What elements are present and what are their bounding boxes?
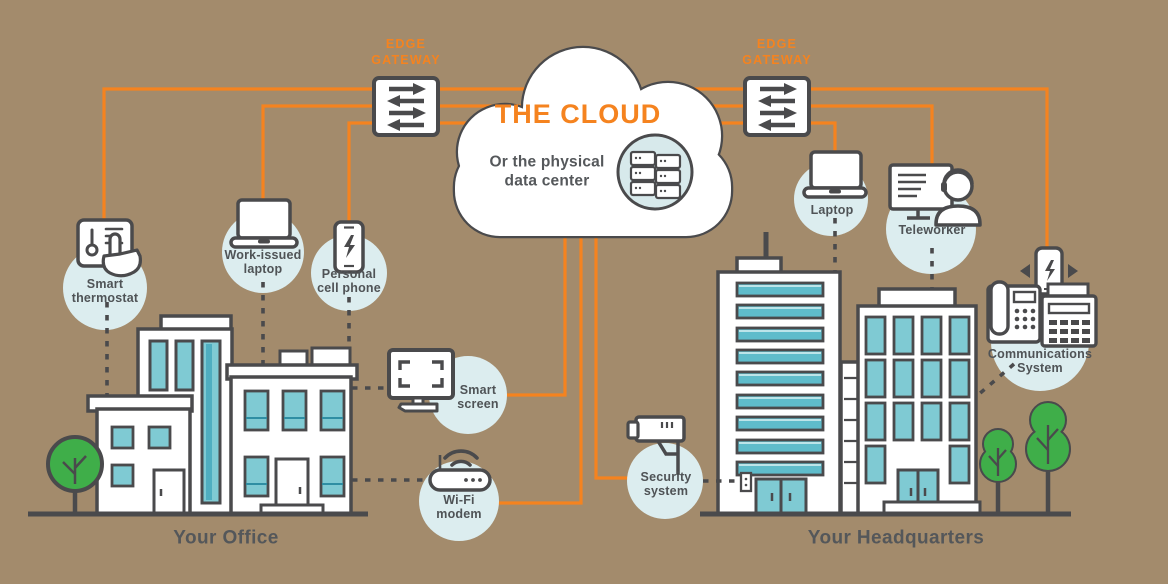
pointing-hand-icon bbox=[101, 232, 142, 278]
hq-tree-small bbox=[979, 428, 1017, 513]
office-buildings bbox=[28, 314, 368, 517]
network-switch-icon-left bbox=[372, 76, 440, 137]
dash-comm-to-building bbox=[976, 362, 1016, 397]
server-stack-icon bbox=[616, 133, 694, 211]
office-tree bbox=[46, 435, 104, 513]
edge-gateway-left-label: EDGE GATEWAY bbox=[371, 36, 441, 67]
dashed-connectors bbox=[105, 218, 1016, 483]
laptop-icon bbox=[229, 198, 299, 249]
line-cloud-to-wifimodem bbox=[498, 200, 583, 505]
label-smart-screen: Smart screen bbox=[457, 383, 499, 411]
line-cloud-to-smartscreen bbox=[506, 200, 567, 397]
label-communications-system: Communications System bbox=[987, 347, 1093, 375]
label-smart-thermostat: Smart thermostat bbox=[71, 277, 139, 305]
bubble-security-system bbox=[627, 443, 703, 519]
cloud-shape bbox=[452, 45, 734, 239]
label-hq-laptop: Laptop bbox=[810, 203, 854, 217]
hq-laptop-icon bbox=[802, 150, 868, 199]
cctv-camera-icon bbox=[626, 415, 686, 475]
cloud-title: THE CLOUD bbox=[494, 98, 662, 129]
wifi-router-icon bbox=[428, 449, 492, 492]
thermostat-icon bbox=[76, 218, 142, 278]
headquarters-buildings bbox=[700, 232, 1071, 517]
phone-system-icon bbox=[986, 246, 1098, 348]
network-switch-icon-right bbox=[743, 76, 811, 137]
smart-screen-icon bbox=[387, 348, 455, 413]
label-security-system: Security system bbox=[640, 470, 692, 498]
label-wifi-modem: Wi-Fi modem bbox=[436, 493, 482, 521]
label-work-issued-laptop: Work-issued laptop bbox=[224, 248, 302, 276]
cloud-subtitle: Or the physical data center bbox=[489, 153, 605, 190]
site-label-headquarters: Your Headquarters bbox=[807, 527, 985, 549]
door-keypad bbox=[739, 471, 753, 493]
hq-tree-large bbox=[1025, 401, 1071, 513]
site-label-office: Your Office bbox=[173, 527, 279, 549]
cell-phone-icon bbox=[333, 220, 365, 274]
label-personal-cell-phone: Personal cell phone bbox=[317, 267, 381, 295]
label-teleworker: Teleworker bbox=[898, 223, 966, 237]
teleworker-icon bbox=[888, 163, 982, 227]
edge-gateway-right-label: EDGE GATEWAY bbox=[742, 36, 812, 67]
line-cloud-to-security bbox=[594, 200, 628, 480]
